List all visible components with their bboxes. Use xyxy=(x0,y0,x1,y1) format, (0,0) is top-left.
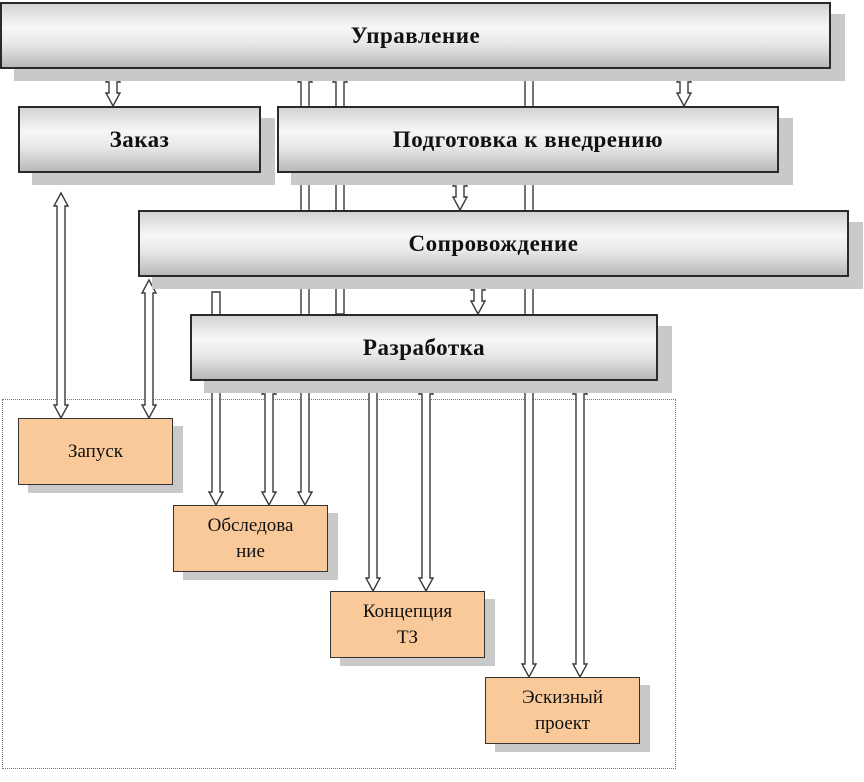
step-survey-label-line2: ние xyxy=(236,540,265,562)
block-management-label: Управление xyxy=(350,22,481,48)
block-development-label: Разработка xyxy=(362,334,486,360)
block-support-label: Сопровождение xyxy=(408,230,579,256)
arrow-management-preparation xyxy=(675,67,693,108)
step-launch-label: Запуск xyxy=(67,440,124,462)
step-concept-label-line2: ТЗ xyxy=(396,626,419,648)
block-preparation-label: Подготовка к внедрению xyxy=(392,126,664,152)
block-order: Заказ xyxy=(18,106,261,173)
step-draft-label-line2: проект xyxy=(534,712,591,734)
arrow-development-survey xyxy=(260,379,278,507)
step-draft: Эскизный проект xyxy=(485,677,640,744)
arrow-development-concept-down xyxy=(364,380,382,593)
block-order-label: Заказ xyxy=(109,126,170,152)
arrow-order-launch xyxy=(52,191,70,420)
step-survey-label-line1: Обследова xyxy=(207,514,294,536)
arrow-preparation-support xyxy=(451,171,469,212)
phases-region xyxy=(2,399,676,769)
block-development: Разработка xyxy=(190,314,658,381)
arrow-support-launch xyxy=(140,278,158,420)
step-concept: Концепция ТЗ xyxy=(330,591,485,658)
block-preparation: Подготовка к внедрению xyxy=(277,106,779,173)
arrow-development-draft xyxy=(571,379,589,679)
step-launch: Запуск xyxy=(18,418,173,485)
step-concept-label-line1: Концепция xyxy=(362,600,453,622)
step-survey: Обследова ние xyxy=(173,505,328,572)
arrow-management-order xyxy=(104,67,122,108)
step-draft-label-line1: Эскизный xyxy=(522,686,603,708)
arrow-support-development xyxy=(469,275,487,316)
block-support: Сопровождение xyxy=(138,210,849,277)
arrow-development-concept xyxy=(417,379,435,593)
block-management: Управление xyxy=(0,2,831,69)
